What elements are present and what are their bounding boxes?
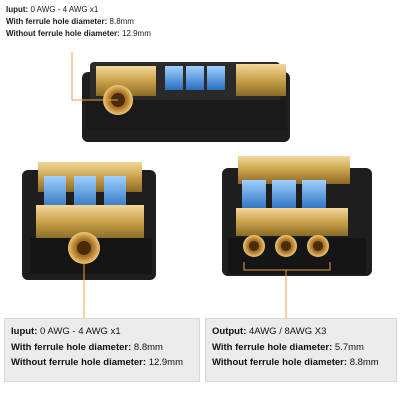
left-fuse-block: [22, 162, 156, 280]
top-spec-value-2: 8.8mm: [109, 17, 134, 26]
top-spec-value-3: 12.9mm: [121, 29, 151, 38]
input-value-3: 12.9mm: [148, 357, 184, 368]
top-callout-line: [71, 52, 118, 101]
input-label-1: Iuput:: [11, 326, 38, 337]
top-spec-label-2: With ferrule hole diameter:: [6, 17, 108, 26]
output-label-3: Without ferrule hole diameter:: [212, 357, 348, 368]
right-callout-line: [243, 262, 331, 271]
output-value-1: 4AWG / 8AWG X3: [248, 326, 327, 337]
top-spec-value-1: 0 AWG - 4 AWG x1: [30, 5, 99, 14]
right-fuse-block: [222, 156, 372, 276]
output-value-2: 5.7mm: [334, 341, 364, 353]
callout-lines: [71, 52, 331, 318]
top-spec-text: Iuput: 0 AWG - 4 AWG x1 With ferrule hol…: [6, 4, 151, 40]
input-label-2: With ferrule hole diameter:: [11, 341, 132, 353]
top-fuse-block: [82, 62, 290, 142]
output-value-3: 8.8mm: [349, 357, 379, 368]
output-spec-panel: Output: 4AWG / 8AWG X3 With ferrule hole…: [205, 318, 397, 382]
top-spec-label-1: Iuput:: [6, 5, 29, 14]
output-label-1: Output:: [212, 326, 247, 337]
input-label-3: Without ferrule hole diameter:: [11, 357, 147, 368]
input-spec-panel: Iuput: 0 AWG - 4 AWG x1 With ferrule hol…: [4, 318, 200, 382]
input-value-2: 8.8mm: [133, 341, 163, 353]
top-spec-label-3: Without ferrule hole diameter:: [6, 29, 120, 38]
input-value-1: 0 AWG - 4 AWG x1: [40, 326, 121, 337]
output-label-2: With ferrule hole diameter:: [212, 341, 333, 353]
